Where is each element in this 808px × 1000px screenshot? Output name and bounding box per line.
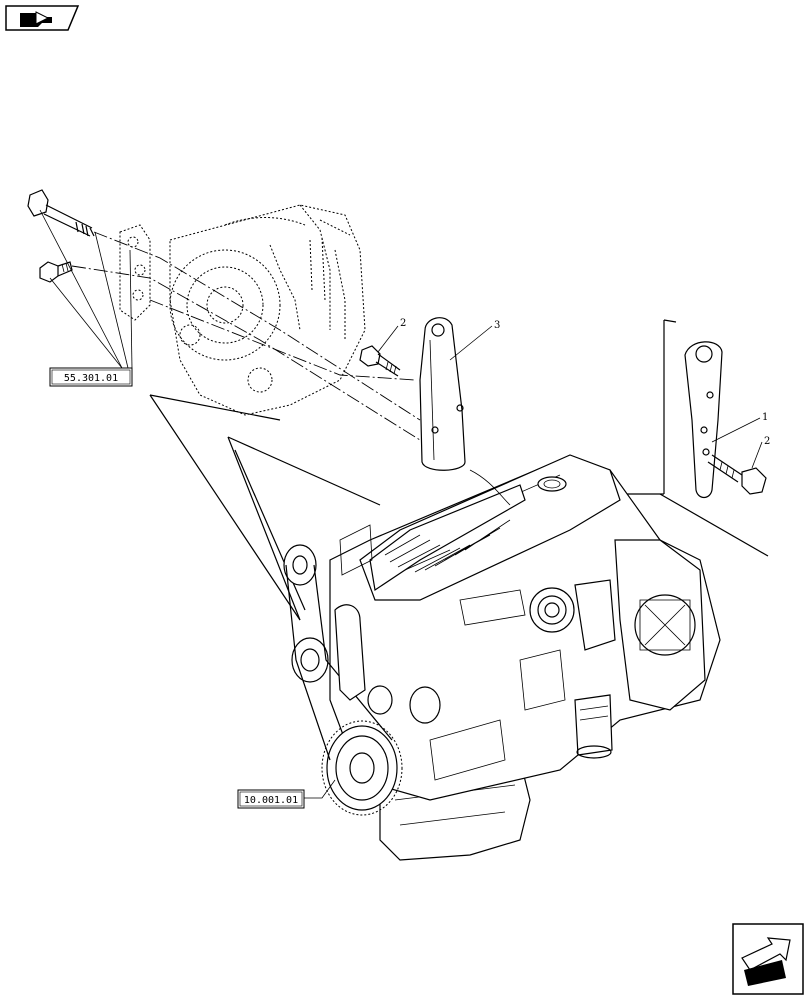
reference-box-alternator[interactable]: 55.301.01 bbox=[49, 367, 133, 387]
screw-rear bbox=[707, 454, 767, 495]
alternator-bolt-long bbox=[27, 189, 95, 237]
engine-assembly bbox=[283, 454, 721, 861]
crankshaft-pulley bbox=[321, 720, 403, 816]
callout-screw-rear: 2 bbox=[764, 436, 770, 447]
book-arrow-icon[interactable] bbox=[5, 5, 80, 31]
next-page-arrow-icon[interactable] bbox=[732, 923, 804, 995]
bracket-front bbox=[419, 317, 466, 471]
bracket-rear bbox=[684, 341, 723, 499]
oil-filter bbox=[574, 694, 613, 759]
alternator-phantom bbox=[119, 204, 366, 416]
intake-manifold bbox=[369, 484, 526, 592]
reference-label-alternator: 55.301.01 bbox=[64, 373, 118, 384]
alternator-nut bbox=[39, 261, 73, 283]
callout-screw-front: 2 bbox=[400, 318, 406, 329]
reference-label-engine: 10.001.01 bbox=[244, 795, 298, 806]
callout-bracket-rear: 1 bbox=[762, 412, 768, 423]
reference-box-engine[interactable]: 10.001.01 bbox=[237, 789, 305, 809]
callout-bracket-front: 3 bbox=[494, 320, 500, 331]
screw-front bbox=[359, 345, 401, 377]
